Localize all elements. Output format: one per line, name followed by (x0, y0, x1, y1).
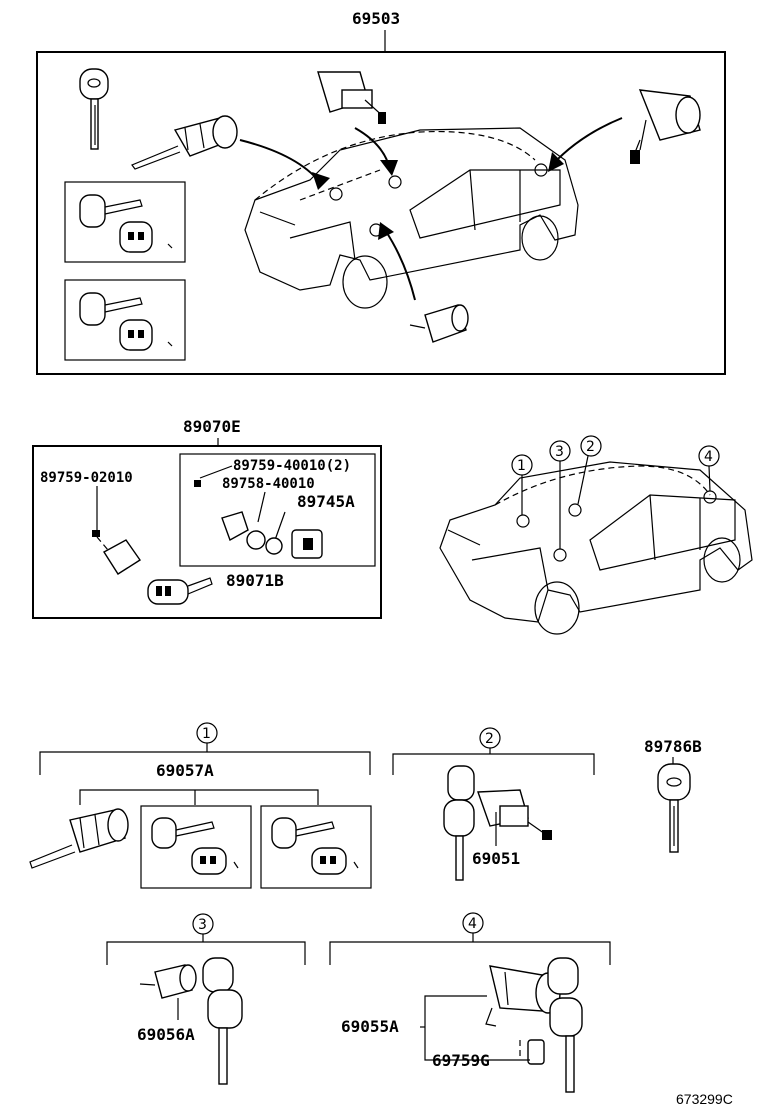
label-89071B: 89071B (226, 571, 284, 590)
kit-89070E-box (32, 445, 382, 619)
svg-text:3: 3 (555, 444, 564, 460)
callout-2: 2 (577, 435, 602, 505)
lock-cylinder-icon (139, 964, 197, 1020)
key-icon (79, 194, 173, 253)
callout-3: 3 (549, 440, 571, 549)
label-89759-40010: 89759-40010(2) (233, 458, 351, 474)
key-set-box (140, 805, 252, 889)
lock-cylinder-icon (477, 789, 552, 840)
svg-text:2: 2 (586, 439, 595, 455)
key-icon (96, 536, 213, 605)
car-icon (244, 127, 579, 309)
key-icon (202, 957, 243, 1085)
key-icon (657, 763, 691, 853)
callout-4: 4 (698, 445, 720, 492)
lock-cylinder-icon (317, 71, 386, 124)
callout-1: 1 (196, 722, 218, 744)
key-icon (443, 765, 475, 881)
catalog-number: 673299C (676, 1091, 733, 1107)
lock-cylinder-icon (29, 808, 129, 869)
callout-2: 2 (479, 727, 501, 749)
key-icon (79, 68, 109, 150)
screw-icon (194, 480, 201, 487)
label-69055A: 69055A (341, 1017, 399, 1036)
key-icon (151, 817, 239, 875)
label-89070E: 89070E (183, 417, 241, 436)
callout-1: 1 (511, 454, 533, 515)
key-icon (79, 292, 173, 351)
key-icon (547, 957, 583, 1093)
label-69759G: 69759G (432, 1051, 490, 1070)
key-set-box (260, 805, 372, 889)
callout-4: 4 (462, 912, 484, 934)
svg-text:1: 1 (202, 726, 211, 742)
callout-3: 3 (192, 913, 214, 935)
screw-icon (92, 530, 100, 537)
clip-icon (519, 1039, 545, 1065)
lock-cylinder-icon (630, 89, 701, 164)
label-89758-40010: 89758-40010 (222, 476, 315, 492)
svg-text:3: 3 (198, 917, 207, 933)
assembly-69503-box (36, 51, 726, 375)
lock-cylinder-icon (409, 304, 469, 343)
lock-cylinder-icon (131, 115, 238, 170)
transmitter-icon (221, 511, 323, 559)
label-89745A: 89745A (297, 492, 355, 511)
kit-89071B-box (179, 453, 376, 567)
svg-text:1: 1 (517, 458, 526, 474)
svg-text:4: 4 (704, 449, 713, 465)
key-icon (271, 817, 359, 875)
key-set-box (64, 279, 186, 361)
label-89786B: 89786B (644, 737, 702, 756)
label-89759-02010: 89759-02010 (40, 470, 133, 486)
key-set-box (64, 181, 186, 263)
label-69503: 69503 (352, 9, 400, 28)
car-icon (439, 461, 753, 635)
label-69056A: 69056A (137, 1025, 195, 1044)
svg-text:2: 2 (485, 731, 494, 747)
label-69051: 69051 (472, 849, 520, 868)
svg-text:4: 4 (468, 916, 477, 932)
label-69057A: 69057A (156, 761, 214, 780)
